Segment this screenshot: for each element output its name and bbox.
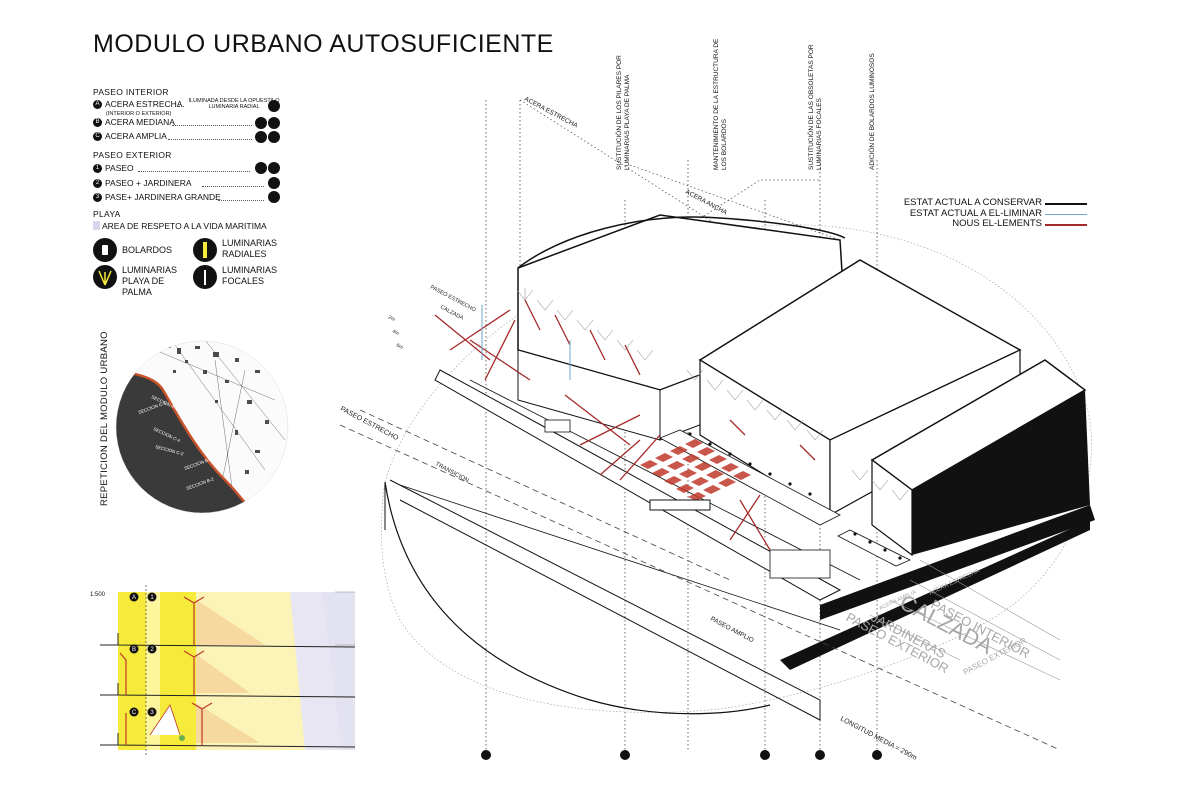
label-measure-6m: 6m bbox=[395, 342, 404, 351]
right-legend-keep-line bbox=[1045, 203, 1087, 205]
legend-luminarias-radiales: LUMINARIAS RADIALES bbox=[222, 238, 278, 259]
right-legend-remove: ESTAT ACTUAL A EL-LIMINAR bbox=[909, 208, 1042, 219]
bollard-icon bbox=[872, 750, 882, 760]
badge-c: C bbox=[93, 132, 102, 142]
bollard-icon bbox=[93, 238, 117, 262]
section-badge-c: C bbox=[132, 710, 137, 716]
dotted-leader bbox=[218, 200, 264, 201]
radial-luminaire-icon bbox=[255, 131, 267, 143]
legend-heading-playa: PLAYA bbox=[93, 209, 121, 219]
beach-swatch bbox=[93, 221, 100, 230]
focal-luminaire-icon bbox=[193, 265, 217, 289]
palm-luminaire-glyph bbox=[98, 270, 112, 286]
legend-label-acera-amplia: ACERA AMPLIA bbox=[105, 131, 167, 141]
right-legend-new: NOUS EL-LEMENTS bbox=[952, 218, 1042, 229]
section-diagram: A 1 B 2 C 3 bbox=[100, 585, 355, 755]
bollard-icon bbox=[268, 117, 280, 129]
legend-label-paseo: PASEO bbox=[105, 163, 134, 173]
palm-luminaire-icon bbox=[268, 162, 280, 174]
dotted-leader bbox=[178, 106, 184, 107]
legend-label-pase-jardinera-grande: PASE+ JARDINERA GRANDE bbox=[105, 192, 221, 202]
dotted-leader bbox=[172, 125, 252, 126]
palm-luminaire-icon bbox=[268, 191, 280, 203]
dotted-leader bbox=[168, 139, 252, 140]
badge-2: 2 bbox=[93, 179, 102, 189]
palm-luminaire-icon bbox=[93, 265, 117, 289]
legend-luminarias-playa-palma: LUMINARIAS PLAYA DE PALMA bbox=[122, 265, 178, 297]
label-transicion: TRANSICION bbox=[434, 461, 469, 484]
right-legend-new-line bbox=[1045, 224, 1087, 226]
legend-label-acera-estrecha: ACERA ESTRECHA bbox=[105, 99, 183, 109]
label-paseo-amplio: PASEO AMPLIO bbox=[709, 616, 755, 645]
legend-label-playa: AREA DE RESPETO A LA VIDA MARITIMA bbox=[102, 221, 267, 231]
section-badge-2: 2 bbox=[150, 647, 154, 653]
legend-label-acera-mediana: ACERA MEDIANA bbox=[105, 117, 175, 127]
label-measure-2m: 2m bbox=[387, 314, 396, 323]
radial-luminaire-icon bbox=[255, 117, 267, 129]
bollard-icon bbox=[268, 131, 280, 143]
dotted-leader bbox=[202, 186, 264, 187]
right-legend-remove-line bbox=[1045, 214, 1087, 215]
bollard-icon bbox=[255, 162, 267, 174]
section-badge-3: 3 bbox=[150, 710, 154, 716]
section-scale: 1:500 bbox=[90, 592, 106, 598]
section-badge-a: A bbox=[132, 595, 136, 601]
legend-bolardos: BOLARDOS bbox=[122, 245, 173, 255]
label-calzada-small: CALZADA bbox=[439, 304, 465, 321]
legend-heading-paseo-interior: PASEO INTERIOR bbox=[93, 87, 169, 97]
map-vertical-label: REPETICION DEL MODULO URBANO bbox=[99, 331, 110, 506]
palm-luminaire-icon bbox=[760, 750, 770, 760]
legend-heading-paseo-exterior: PASEO EXTERIOR bbox=[93, 150, 172, 160]
badge-1: 1 bbox=[93, 164, 102, 174]
focal-luminaire-icon bbox=[815, 750, 825, 760]
map-circle: SECCION A-1 SECCION C-3 SECCION C-4 SECC… bbox=[115, 340, 289, 514]
focal-luminaire-icon bbox=[268, 100, 280, 112]
label-acera-estrecha: ACERA ESTRECHA bbox=[523, 96, 579, 130]
legend-note-acera-estrecha: ILUMINADA DESDE LA OPUESTA O LUMINARIA R… bbox=[188, 98, 280, 110]
legend-label-paseo-jardinera: PASEO + JARDINERA bbox=[105, 178, 192, 188]
label-measure-4m: 4m bbox=[391, 328, 400, 337]
radial-luminaire-icon bbox=[193, 238, 217, 262]
axonometric-drawing: ACERA ESTRECHA ACERA ANCHA PASEO ESTRECH… bbox=[339, 96, 1095, 762]
badge-3: 3 bbox=[93, 193, 102, 203]
palm-luminaire-icon bbox=[268, 177, 280, 189]
legend-luminarias-focales: LUMINARIAS FOCALES bbox=[222, 265, 278, 286]
section-badge-1: 1 bbox=[150, 595, 154, 601]
badge-b: B bbox=[93, 118, 102, 128]
section-badge-b: B bbox=[132, 647, 136, 653]
badge-a: A bbox=[93, 100, 102, 110]
dotted-leader bbox=[138, 171, 250, 172]
label-acera-ancha: ACERA ANCHA bbox=[684, 189, 729, 217]
palm-luminaire-icon bbox=[620, 750, 630, 760]
palm-luminaire-icon bbox=[481, 750, 491, 760]
right-legend-keep: ESTAT ACTUAL A CONSERVAR bbox=[903, 197, 1042, 208]
legend-sublabel-acera-estrecha: (INTERIOR O EXTERIOR) bbox=[106, 111, 172, 117]
page-title: MODULO URBANO AUTOSUFICIENTE bbox=[93, 30, 554, 58]
